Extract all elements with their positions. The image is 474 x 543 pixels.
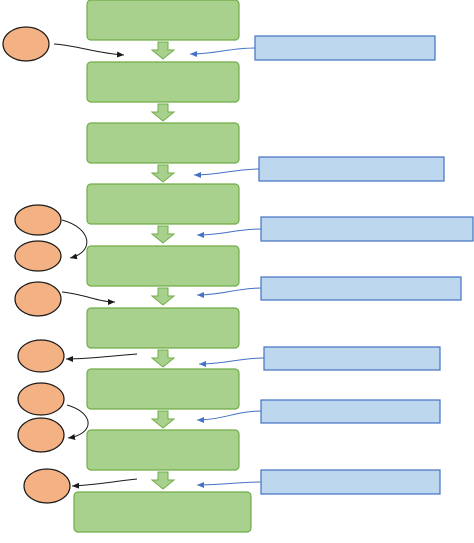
note-box — [260, 276, 462, 301]
input-ellipse — [23, 468, 71, 504]
note-box — [258, 156, 445, 182]
flow-arrow — [150, 103, 176, 122]
process-step — [86, 429, 240, 471]
process-step — [86, 61, 240, 103]
process-step — [86, 183, 240, 225]
input-connector — [65, 353, 138, 362]
input-ellipse — [17, 417, 65, 453]
note-connector — [196, 228, 262, 238]
input-ellipse — [14, 240, 62, 272]
process-step — [86, 122, 240, 164]
note-connector — [196, 287, 262, 298]
input-connectors — [53, 43, 138, 489]
flow-arrow — [150, 287, 176, 306]
note-box — [254, 35, 436, 61]
process-step — [86, 307, 240, 349]
input-ellipse — [17, 382, 65, 416]
note-connector — [189, 47, 256, 57]
process-step — [86, 0, 240, 41]
note-connector — [198, 357, 265, 367]
note-connectors — [189, 47, 265, 488]
note-box — [263, 346, 441, 371]
flow-arrows — [150, 41, 176, 490]
note-box — [260, 469, 441, 495]
flow-arrow — [150, 41, 176, 60]
input-ellipse — [14, 204, 62, 236]
input-connector — [71, 478, 138, 489]
input-connector — [61, 291, 116, 305]
input-ellipse — [17, 339, 65, 373]
input-ellipse — [14, 281, 62, 317]
input-connector — [66, 404, 89, 440]
input-ellipse — [2, 26, 50, 62]
inputs — [2, 26, 71, 504]
input-connector — [61, 219, 88, 260]
flow-arrow — [150, 164, 176, 183]
note-connector — [196, 410, 262, 423]
process-step — [86, 245, 240, 287]
flow-arrow — [150, 349, 176, 368]
note-connector — [196, 481, 262, 488]
process-steps — [73, 0, 252, 533]
process-step — [73, 491, 252, 533]
note-connector — [193, 168, 260, 178]
process-step — [86, 368, 240, 410]
note-box — [260, 399, 441, 424]
notes — [254, 35, 474, 495]
note-box — [260, 216, 474, 242]
flow-arrow — [150, 225, 176, 244]
input-connector — [53, 43, 125, 58]
flow-arrow — [150, 471, 176, 490]
flow-arrow — [150, 410, 176, 429]
